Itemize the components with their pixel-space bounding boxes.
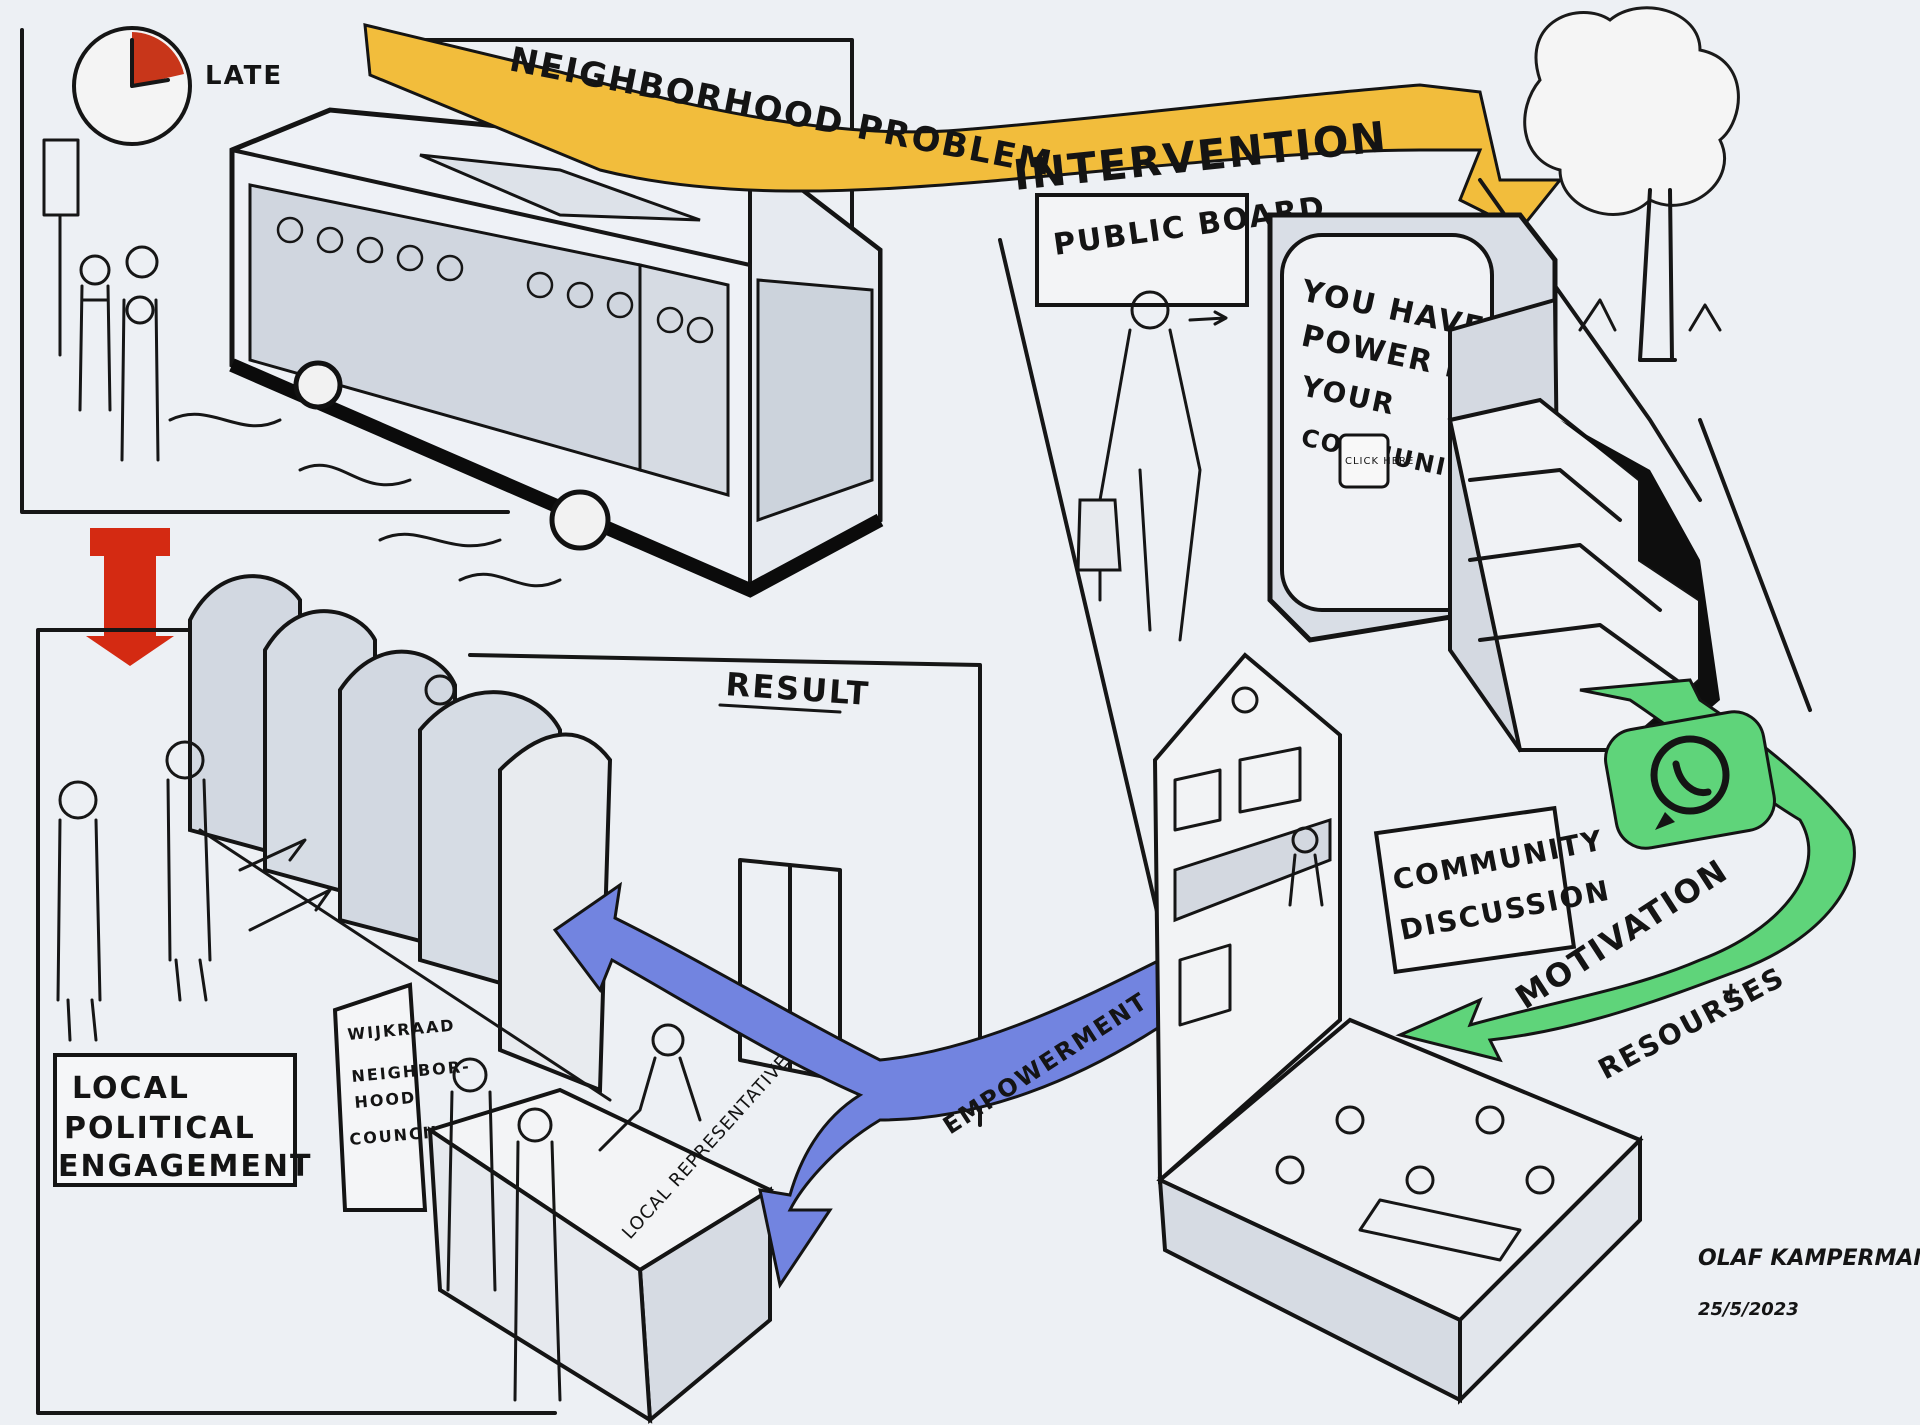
meeting-people	[1275, 1105, 1555, 1262]
lpe-line-1: LOCAL	[72, 1071, 190, 1106]
house-icon	[1152, 652, 1342, 1185]
signature: OLAF KAMPERMAN 25/5/2023	[1698, 1246, 1920, 1320]
tree-icon	[1523, 6, 1740, 362]
lpe-line-3: ENGAGEMENT	[58, 1149, 312, 1184]
late-label: LATE	[205, 61, 283, 91]
signature-date: 25/5/2023	[1698, 1299, 1799, 1320]
panel-bus-problem: LATE	[20, 26, 884, 598]
panel-public-board: PUBLIC BOARD YOU HAVE POWER IN YOUR COMM…	[998, 178, 1812, 1012]
poster-click-label: CLICK HERE	[1345, 456, 1414, 467]
bus-icon	[168, 107, 884, 598]
wijkraad-stand	[332, 982, 428, 1212]
voting-booths	[188, 574, 613, 1102]
poster-click-button	[1338, 433, 1390, 489]
local-political-engagement-box	[53, 1053, 297, 1187]
waiting-people	[78, 245, 160, 462]
queue-people	[56, 740, 332, 1042]
panel-community: COMMUNITY DISCUSSION	[1152, 652, 1644, 1405]
clock-icon	[72, 26, 192, 146]
community-discussion-box	[1373, 805, 1577, 975]
panel-result: RESULT LOCAL POLITICAL ENGAGEMENT WIJKRA…	[36, 574, 982, 1425]
walking-person	[1076, 290, 1228, 642]
signature-name: OLAF KAMPERMAN	[1698, 1246, 1920, 1271]
red-flow-arrow	[86, 528, 174, 666]
stairs	[1447, 297, 1720, 760]
whatsapp-icon	[1604, 710, 1776, 850]
public-board-sign	[1035, 193, 1249, 307]
plus-label: +	[1720, 977, 1744, 1007]
lpe-line-2: POLITICAL	[64, 1111, 256, 1146]
